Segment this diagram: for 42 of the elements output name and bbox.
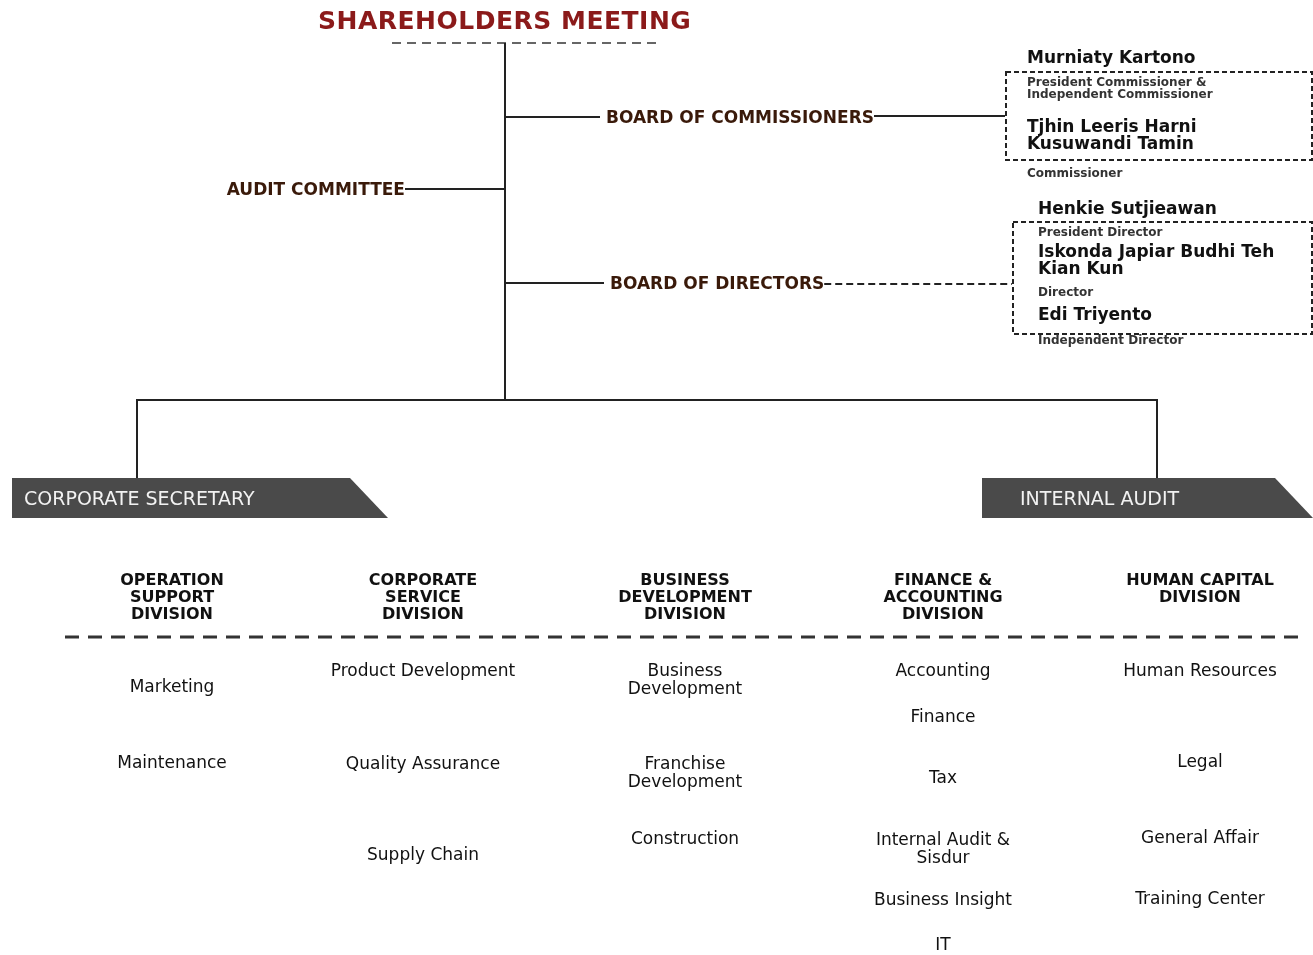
department-label: Construction (629, 830, 741, 848)
department-label: Training Center (1134, 890, 1266, 908)
connector-line (504, 42, 1158, 479)
connector-line (873, 115, 1006, 117)
department-label: Internal Audit & Sisdur (874, 831, 1012, 867)
department-label: Franchise Development (626, 755, 744, 791)
department-label: Marketing (128, 678, 216, 696)
department-label: Product Development (329, 662, 517, 680)
role-label: Commissioner (1027, 167, 1123, 179)
department-label: Business Development (626, 662, 744, 698)
division-heading: OPERATION SUPPORT DIVISION (119, 572, 225, 623)
role-label: President Commissioner & Independent Commissioner (1027, 76, 1214, 100)
department-label: Supply Chain (366, 846, 480, 864)
person-name: Iskonda Japiar Budhi Teh Kian Kun (1038, 243, 1276, 277)
department-label: General Affair (1140, 829, 1260, 847)
department-label: Legal (1176, 753, 1224, 771)
division-heading: FINANCE & ACCOUNTING DIVISION (882, 572, 1004, 623)
department-label: Tax (927, 769, 959, 787)
person-name: Murniaty Kartono (1027, 49, 1196, 66)
role-label: President Director (1038, 226, 1163, 238)
department-label: Maintenance (116, 754, 228, 772)
person-name: Tjhin Leeris Harni Kusuwandi Tamin (1027, 118, 1198, 152)
department-label: Business Insight (873, 891, 1013, 909)
division-heading: HUMAN CAPITAL DIVISION (1125, 572, 1275, 606)
department-label: Human Resources (1122, 662, 1278, 680)
department-label: Accounting (894, 662, 992, 680)
department-label: Quality Assurance (344, 755, 502, 773)
dashed-connector (823, 283, 1013, 285)
body-label: AUDIT COMMITTEE (226, 178, 405, 201)
body-label: BOARD OF DIRECTORS (610, 272, 825, 295)
person-name: Henkie Sutjieawan (1038, 200, 1217, 217)
body-label: BOARD OF COMMISSIONERS (606, 106, 874, 129)
department-label: IT (934, 936, 952, 954)
department-label: Finance (909, 708, 977, 726)
division-heading: BUSINESS DEVELOPMENT DIVISION (617, 572, 753, 623)
banner-box: INTERNAL AUDIT (982, 478, 1313, 518)
division-heading: CORPORATE SERVICE DIVISION (367, 572, 479, 623)
role-label: Independent Director (1038, 334, 1184, 346)
heading-text: SHAREHOLDERS MEETING (318, 6, 692, 35)
person-name: Edi Triyento (1038, 306, 1152, 323)
role-label: Director (1038, 286, 1094, 298)
banner-box: CORPORATE SECRETARY (12, 478, 388, 518)
